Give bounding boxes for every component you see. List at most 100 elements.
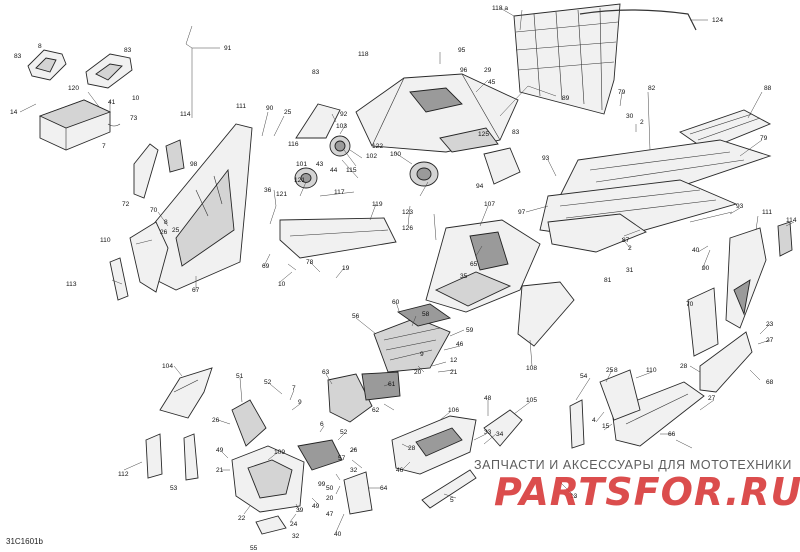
callout-22: 22 xyxy=(238,515,246,522)
callout-90: 90 xyxy=(266,105,274,112)
callout-65: 65 xyxy=(470,261,478,268)
callout-104: 104 xyxy=(162,363,173,370)
callout-105: 105 xyxy=(526,397,537,404)
part-guard-113 xyxy=(109,257,129,301)
part-speaker-100 xyxy=(409,161,439,187)
callout-49: 49 xyxy=(216,447,224,454)
part-bezel-108 xyxy=(517,281,575,347)
callout-91: 91 xyxy=(224,45,232,52)
callout-78: 78 xyxy=(306,259,314,266)
callout-15: 15 xyxy=(602,423,610,430)
callout-113: 113 xyxy=(66,281,77,288)
watermark-logo: PARTSFOR.RU xyxy=(494,470,800,514)
callout-87: 87 xyxy=(622,237,630,244)
part-roof-118 xyxy=(355,73,519,153)
callout-100: 100 xyxy=(390,151,401,158)
callout-40: 40 xyxy=(334,531,342,538)
part-guard-112 xyxy=(145,433,163,479)
callout-39: 39 xyxy=(296,507,304,514)
callout-30: 30 xyxy=(626,113,634,120)
callout-40: 40 xyxy=(692,247,700,254)
callout-50: 50 xyxy=(326,485,334,492)
part-side-panel-111-right xyxy=(725,227,767,329)
callout-66: 66 xyxy=(668,431,676,438)
callout-7: 7 xyxy=(292,385,296,392)
callout-20: 20 xyxy=(326,495,334,502)
callout-44: 44 xyxy=(330,167,338,174)
callout-94: 94 xyxy=(476,183,484,190)
callout-8: 8 xyxy=(164,219,168,226)
part-floor-79 xyxy=(559,139,772,201)
callout-89: 89 xyxy=(562,95,570,102)
callout-67: 67 xyxy=(192,287,200,294)
callout-8: 8 xyxy=(614,367,618,374)
callout-21: 21 xyxy=(216,467,224,474)
callout-106: 106 xyxy=(448,407,459,414)
callout-114: 114 xyxy=(180,111,191,118)
callout-83: 83 xyxy=(124,47,132,54)
callout-102: 102 xyxy=(366,153,377,160)
callout-33: 33 xyxy=(484,429,492,436)
part-door-panel-110-right xyxy=(599,369,641,421)
callout-25: 25 xyxy=(172,227,180,234)
callout-60: 60 xyxy=(392,299,400,306)
callout-103: 103 xyxy=(336,123,347,130)
callout-112: 112 xyxy=(118,471,129,478)
part-dash-107 xyxy=(425,219,541,313)
part-rail-5 xyxy=(421,469,477,509)
callout-47: 47 xyxy=(326,511,334,518)
callout-46: 46 xyxy=(396,467,404,474)
callout-14: 14 xyxy=(10,109,18,116)
part-panel-61 xyxy=(361,371,401,401)
callout-82: 82 xyxy=(648,85,656,92)
callout-28: 28 xyxy=(680,363,688,370)
callout-48: 48 xyxy=(484,395,492,402)
part-rear-net-89 xyxy=(513,3,621,115)
part-storage-bin-120 xyxy=(38,99,121,151)
callout-116: 116 xyxy=(288,141,299,148)
part-pillar-83-center xyxy=(295,103,341,139)
callout-124: 124 xyxy=(712,17,723,24)
part-cap-83-left xyxy=(27,49,67,81)
callout-13: 13 xyxy=(570,493,578,500)
part-front-109 xyxy=(231,445,305,513)
callout-46: 46 xyxy=(456,341,464,348)
callout-55: 55 xyxy=(250,545,258,552)
part-side-panel-110 xyxy=(129,221,169,293)
callout-32: 32 xyxy=(292,533,300,540)
callout-98: 98 xyxy=(190,161,198,168)
part-panel-70-right xyxy=(687,287,719,357)
part-cap-114-left xyxy=(165,139,185,173)
callout-36: 36 xyxy=(264,187,272,194)
callout-96: 96 xyxy=(460,67,468,74)
callout-126: 126 xyxy=(402,225,413,232)
callout-6: 6 xyxy=(320,421,324,428)
part-grille-60 xyxy=(396,303,452,327)
part-bracket-26-lower xyxy=(297,439,343,471)
part-bracket-83-right xyxy=(483,147,521,185)
callout-81: 81 xyxy=(604,277,612,284)
callout-114: 114 xyxy=(786,217,797,224)
callout-83: 83 xyxy=(312,69,320,76)
callout-2: 2 xyxy=(628,245,632,252)
callout-19: 19 xyxy=(342,265,350,272)
callout-7: 7 xyxy=(102,143,106,150)
callout-25: 25 xyxy=(606,367,614,374)
callout-52: 52 xyxy=(340,429,348,436)
callout-29: 29 xyxy=(484,67,492,74)
callout-23: 23 xyxy=(766,321,774,328)
callout-121: 121 xyxy=(294,177,305,184)
callout-21: 21 xyxy=(450,369,458,376)
callout-122: 122 xyxy=(372,143,383,150)
callout-9: 9 xyxy=(420,351,424,358)
callout-51: 51 xyxy=(236,373,244,380)
callout-125: 125 xyxy=(478,131,489,138)
callout-27: 27 xyxy=(766,337,774,344)
callout-117: 117 xyxy=(334,189,345,196)
callout-26: 26 xyxy=(350,447,358,454)
callout-70: 70 xyxy=(150,207,158,214)
callout-57: 57 xyxy=(338,455,346,462)
diagram-code: 31C1601b xyxy=(6,537,43,546)
callout-61: 61 xyxy=(388,381,396,388)
